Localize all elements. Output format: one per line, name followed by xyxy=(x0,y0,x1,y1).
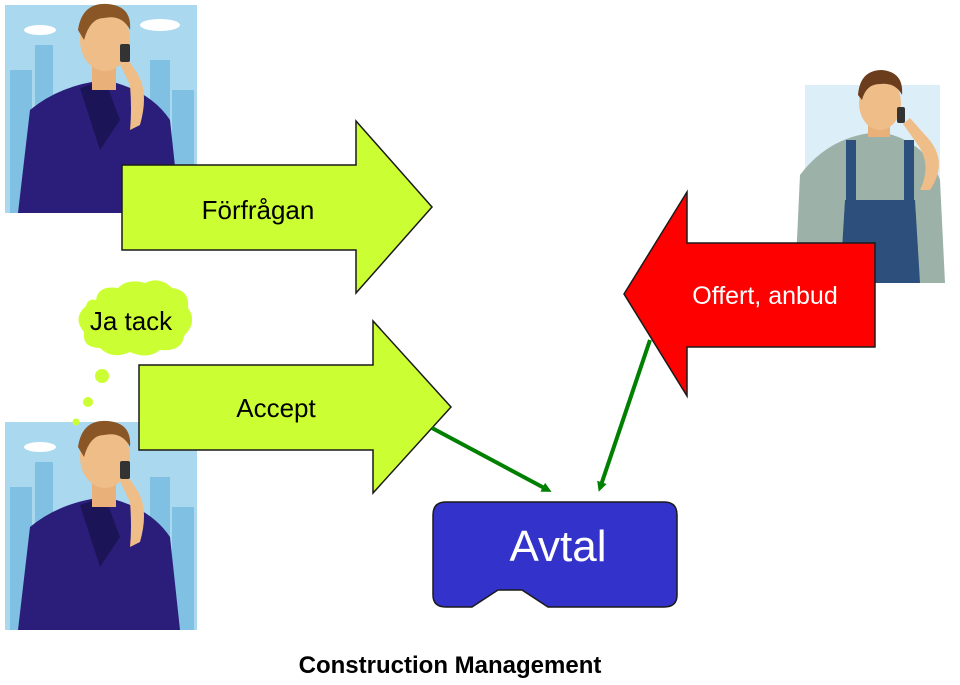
accept-arrow: Accept xyxy=(138,319,453,495)
agreement-box: Avtal xyxy=(432,501,678,608)
thought-bubble-label: Ja tack xyxy=(90,306,173,336)
request-arrow: Förfrågan xyxy=(121,119,434,295)
thought-bubble: Ja tack xyxy=(72,280,193,426)
footer-title: Construction Management xyxy=(298,652,602,679)
client-bottom-illustration xyxy=(5,420,197,630)
offer-arrow-label: Offert, anbud xyxy=(692,282,837,310)
agreement-box-shape xyxy=(432,501,678,608)
accept-to-agreement-connector xyxy=(431,426,552,492)
thought-bubble-dot xyxy=(95,369,109,383)
request-arrow-label: Förfrågan xyxy=(202,195,315,225)
offer-arrow: Offert, anbud xyxy=(623,189,876,399)
request-arrow-shape xyxy=(121,119,434,295)
accept-arrow-label: Accept xyxy=(236,393,316,423)
client-top-illustration xyxy=(5,3,197,213)
offer-arrow-shape xyxy=(623,189,876,399)
offer-to-agreement-connector xyxy=(597,339,652,492)
thought-bubble-dot xyxy=(83,397,93,407)
agreement-box-label: Avtal xyxy=(509,522,606,571)
thought-bubble-dot xyxy=(72,418,80,426)
thought-bubble-cloud xyxy=(78,280,193,356)
accept-arrow-shape xyxy=(138,319,453,495)
